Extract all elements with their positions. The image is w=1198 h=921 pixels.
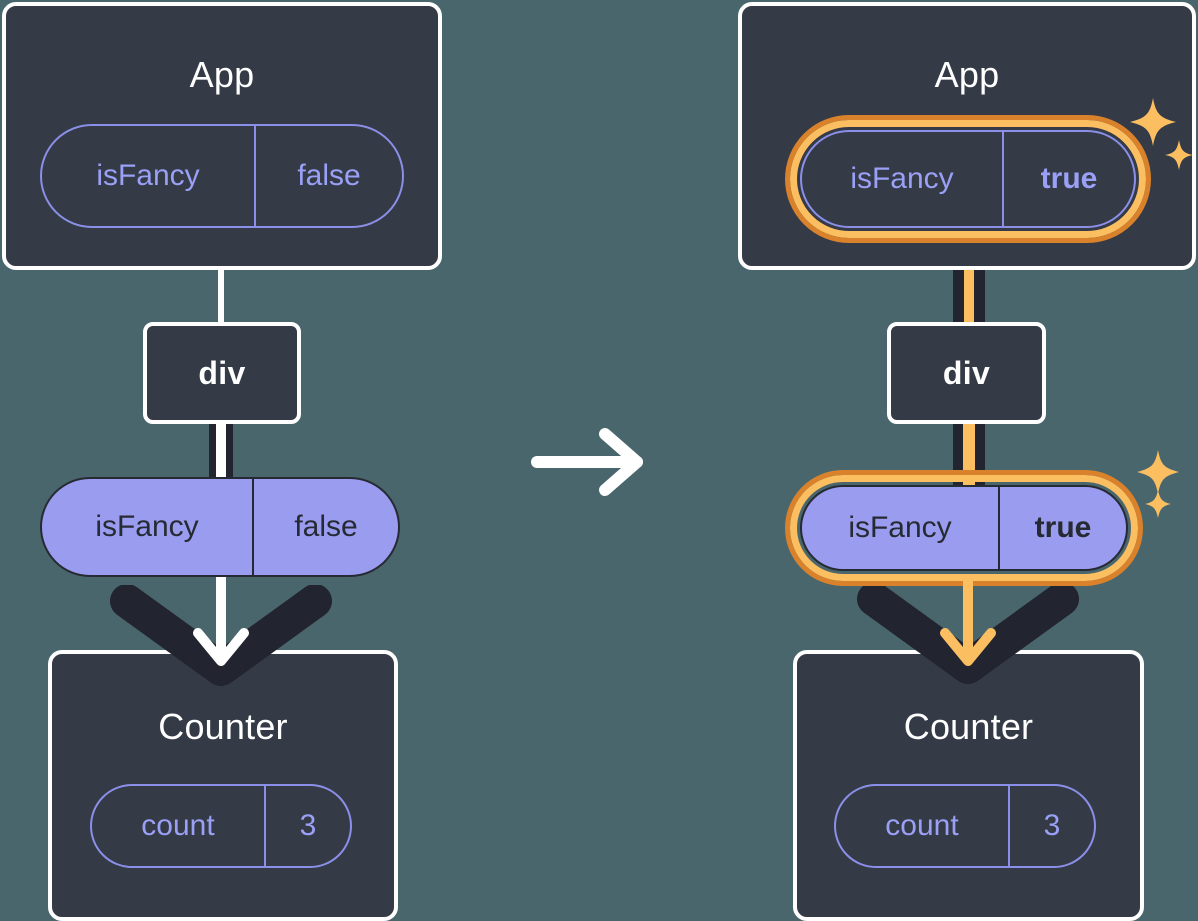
state-key: isFancy [96, 159, 200, 192]
connector-core [216, 420, 226, 490]
connector-div-to-prop-after [953, 420, 985, 490]
div-node-after[interactable]: div [887, 322, 1046, 424]
state-value: 3 [264, 786, 350, 866]
connector-shadow-left [953, 420, 963, 490]
app-state-pill-after: isFancy true [800, 130, 1136, 228]
connector-shadow-right [975, 420, 985, 490]
counter-card-title: Counter [903, 706, 1034, 747]
state-key: count [885, 809, 959, 842]
connector-core-highlight [963, 420, 975, 490]
arrow-prop-to-counter-before [193, 577, 249, 666]
prop-pill-after: isFancy true [800, 485, 1128, 571]
transition-arrow-icon [531, 428, 643, 496]
after-panel: App isFancy true div isFancy true [730, 0, 1198, 921]
prop-value: true [998, 487, 1126, 569]
connector-core-highlight [964, 215, 974, 327]
app-card-title: App [934, 54, 1000, 95]
sparkle-icon-large-top [1130, 98, 1176, 146]
connector-div-to-prop-before [209, 420, 233, 490]
sparkle-icon-small-top [1165, 140, 1193, 170]
app-state-pill-before: isFancy false [40, 124, 404, 228]
div-node-label: div [942, 354, 991, 391]
connector-core [218, 262, 224, 324]
app-card-title: App [189, 54, 255, 95]
counter-card-title: Counter [158, 706, 288, 747]
counter-state-pill-before: count 3 [90, 784, 352, 868]
chevron-prop-to-counter-before [110, 585, 332, 686]
before-panel: App isFancy false div isFancy false Coun… [0, 0, 520, 921]
sparkle-icon-large-middle [1137, 450, 1179, 494]
connector-app-to-div-before [218, 262, 224, 324]
counter-state-pill-after: count 3 [834, 784, 1096, 868]
prop-key: isFancy [95, 510, 199, 543]
connector-shadow-left [209, 420, 216, 490]
state-value: 3 [1008, 786, 1094, 866]
state-key: isFancy [850, 162, 954, 195]
state-key: count [141, 809, 215, 842]
arrow-prop-to-counter-after [940, 577, 996, 666]
div-node-label: div [198, 354, 246, 391]
chevron-prop-to-counter-after [857, 583, 1079, 684]
prop-key: isFancy [848, 511, 952, 544]
prop-pill-before: isFancy false [40, 477, 400, 577]
prop-value: false [252, 479, 398, 575]
state-value: true [1002, 132, 1134, 226]
state-value: false [254, 126, 402, 226]
div-node-before[interactable]: div [143, 322, 301, 424]
connector-shadow-right [226, 420, 233, 490]
sparkle-icon-small-middle [1145, 490, 1171, 518]
